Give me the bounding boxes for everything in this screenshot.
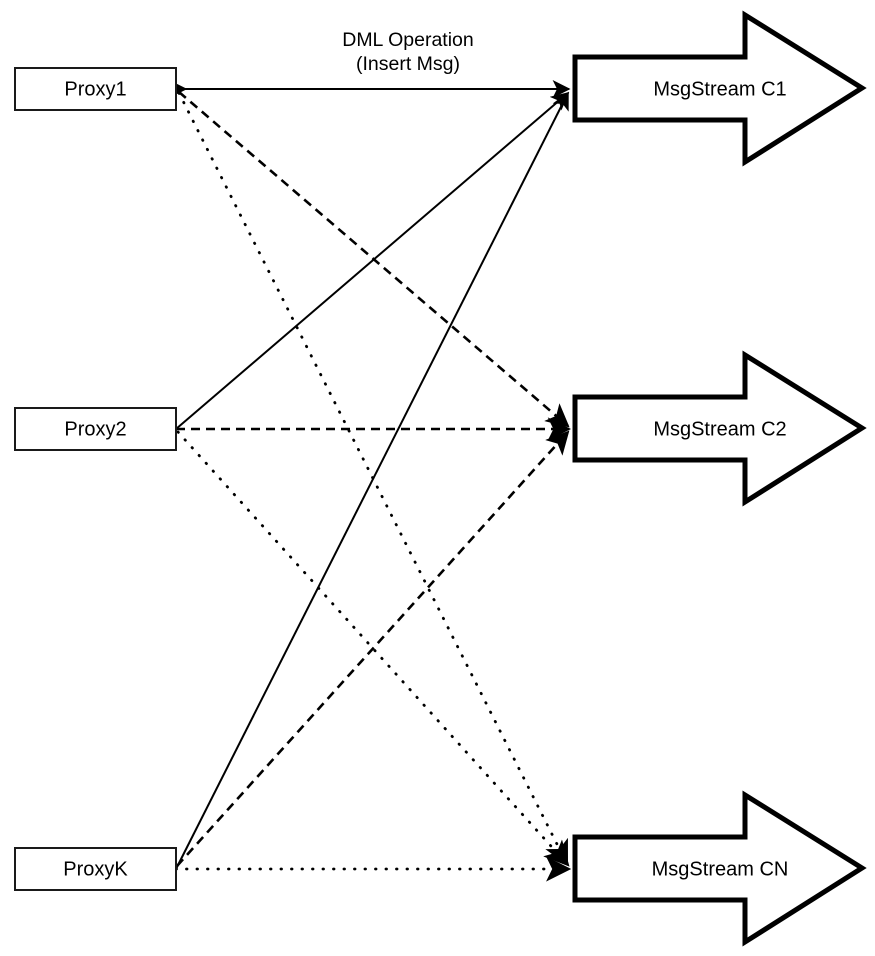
msgstream-c1-label: MsgStream C1	[653, 78, 786, 100]
stream-node-msgstream-c2[interactable]: MsgStream C2	[572, 350, 867, 507]
proxy2-label: Proxy2	[64, 418, 126, 440]
stream-node-msgstream-c1[interactable]: MsgStream C1	[572, 10, 867, 167]
msgstream-c2-arrow-shape[interactable]	[572, 350, 867, 507]
proxy1-box[interactable]	[14, 67, 177, 111]
proxy-node-proxy1[interactable]: Proxy1	[14, 67, 177, 111]
proxyk-box[interactable]	[14, 847, 177, 891]
dml-operation-caption-line2: (Insert Msg)	[356, 53, 460, 75]
proxy-node-proxyk[interactable]: ProxyK	[14, 847, 177, 891]
stream-node-msgstream-cn[interactable]: MsgStream CN	[572, 790, 867, 947]
proxy-nodes-layer: Proxy1 Proxy2 ProxyK	[14, 67, 177, 891]
dml-operation-caption-line1: DML Operation	[342, 29, 474, 51]
edges-layer	[173, 80, 572, 882]
proxyk-label: ProxyK	[63, 858, 128, 880]
msgstream-c2-label: MsgStream C2	[653, 418, 786, 440]
msgstream-c1-arrow-shape[interactable]	[572, 10, 867, 167]
proxy1-label: Proxy1	[64, 78, 126, 100]
proxy-node-proxy2[interactable]: Proxy2	[14, 407, 177, 451]
msgstream-cn-arrow-shape[interactable]	[572, 790, 867, 947]
msgstream-cn-label: MsgStream CN	[652, 858, 789, 880]
stream-nodes-layer: MsgStream C1 MsgStream C2 MsgStream CN	[572, 10, 867, 947]
edge-proxyk-to-c1	[175, 91, 569, 870]
edge-proxyk-to-c2	[176, 430, 570, 867]
edge-proxy2-to-c1	[175, 91, 570, 430]
captions-layer: DML Operation (Insert Msg)	[342, 29, 474, 75]
proxy2-box[interactable]	[14, 407, 177, 451]
